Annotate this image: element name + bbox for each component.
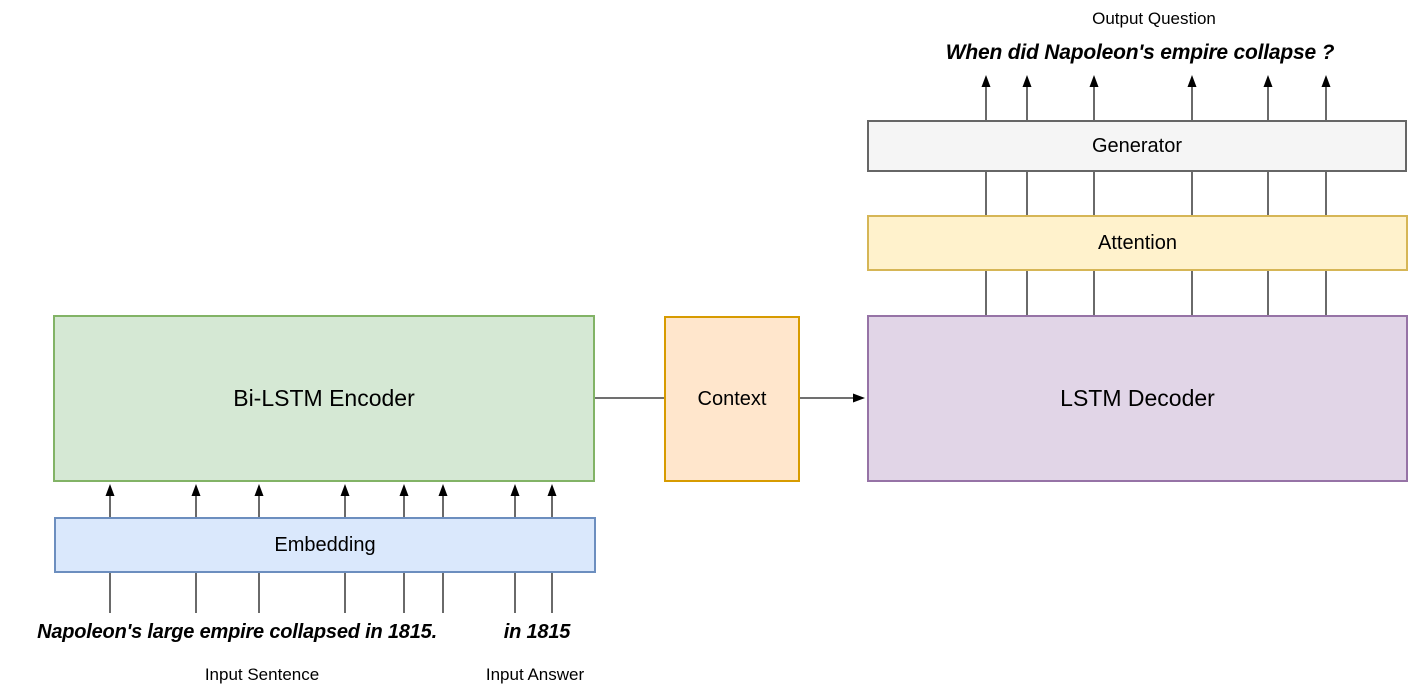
input-sentence-text: Napoleon's large empire collapsed in 181… [37,621,437,643]
generator-box: Generator [867,120,1407,172]
lstm-decoder-label: LSTM Decoder [1060,385,1215,411]
input-sentence-label: Input Sentence [204,665,320,684]
arrowhead [853,393,865,403]
embedding-label: Embedding [274,533,376,556]
arrowhead [1321,75,1331,87]
arrowhead [254,484,264,496]
input-answer-text: in 1815 [503,621,571,643]
arrowhead [981,75,991,87]
attention-box: Attention [867,215,1408,271]
output-question-label: Output Question [1092,9,1216,28]
arrowhead [510,484,520,496]
arrowhead [547,484,557,496]
arrowhead [1022,75,1032,87]
arrowhead [1187,75,1197,87]
arrowhead [340,484,350,496]
embedding-box: Embedding [54,517,596,573]
arrowhead [438,484,448,496]
arrowhead [105,484,115,496]
context-label: Context [697,387,767,410]
bilstm-encoder-box: Bi-LSTM Encoder [53,315,595,482]
lstm-decoder-box: LSTM Decoder [867,315,1408,482]
input-answer-label: Input Answer [485,665,585,684]
arrowhead [1089,75,1099,87]
context-box: Context [664,316,800,482]
attention-label: Attention [1098,231,1177,254]
arrowhead [191,484,201,496]
arrowhead [399,484,409,496]
output-question-text: When did Napoleon's empire collapse ? [945,41,1335,64]
bilstm-encoder-label: Bi-LSTM Encoder [233,385,415,411]
generator-label: Generator [1091,134,1183,157]
arrowhead [1263,75,1273,87]
